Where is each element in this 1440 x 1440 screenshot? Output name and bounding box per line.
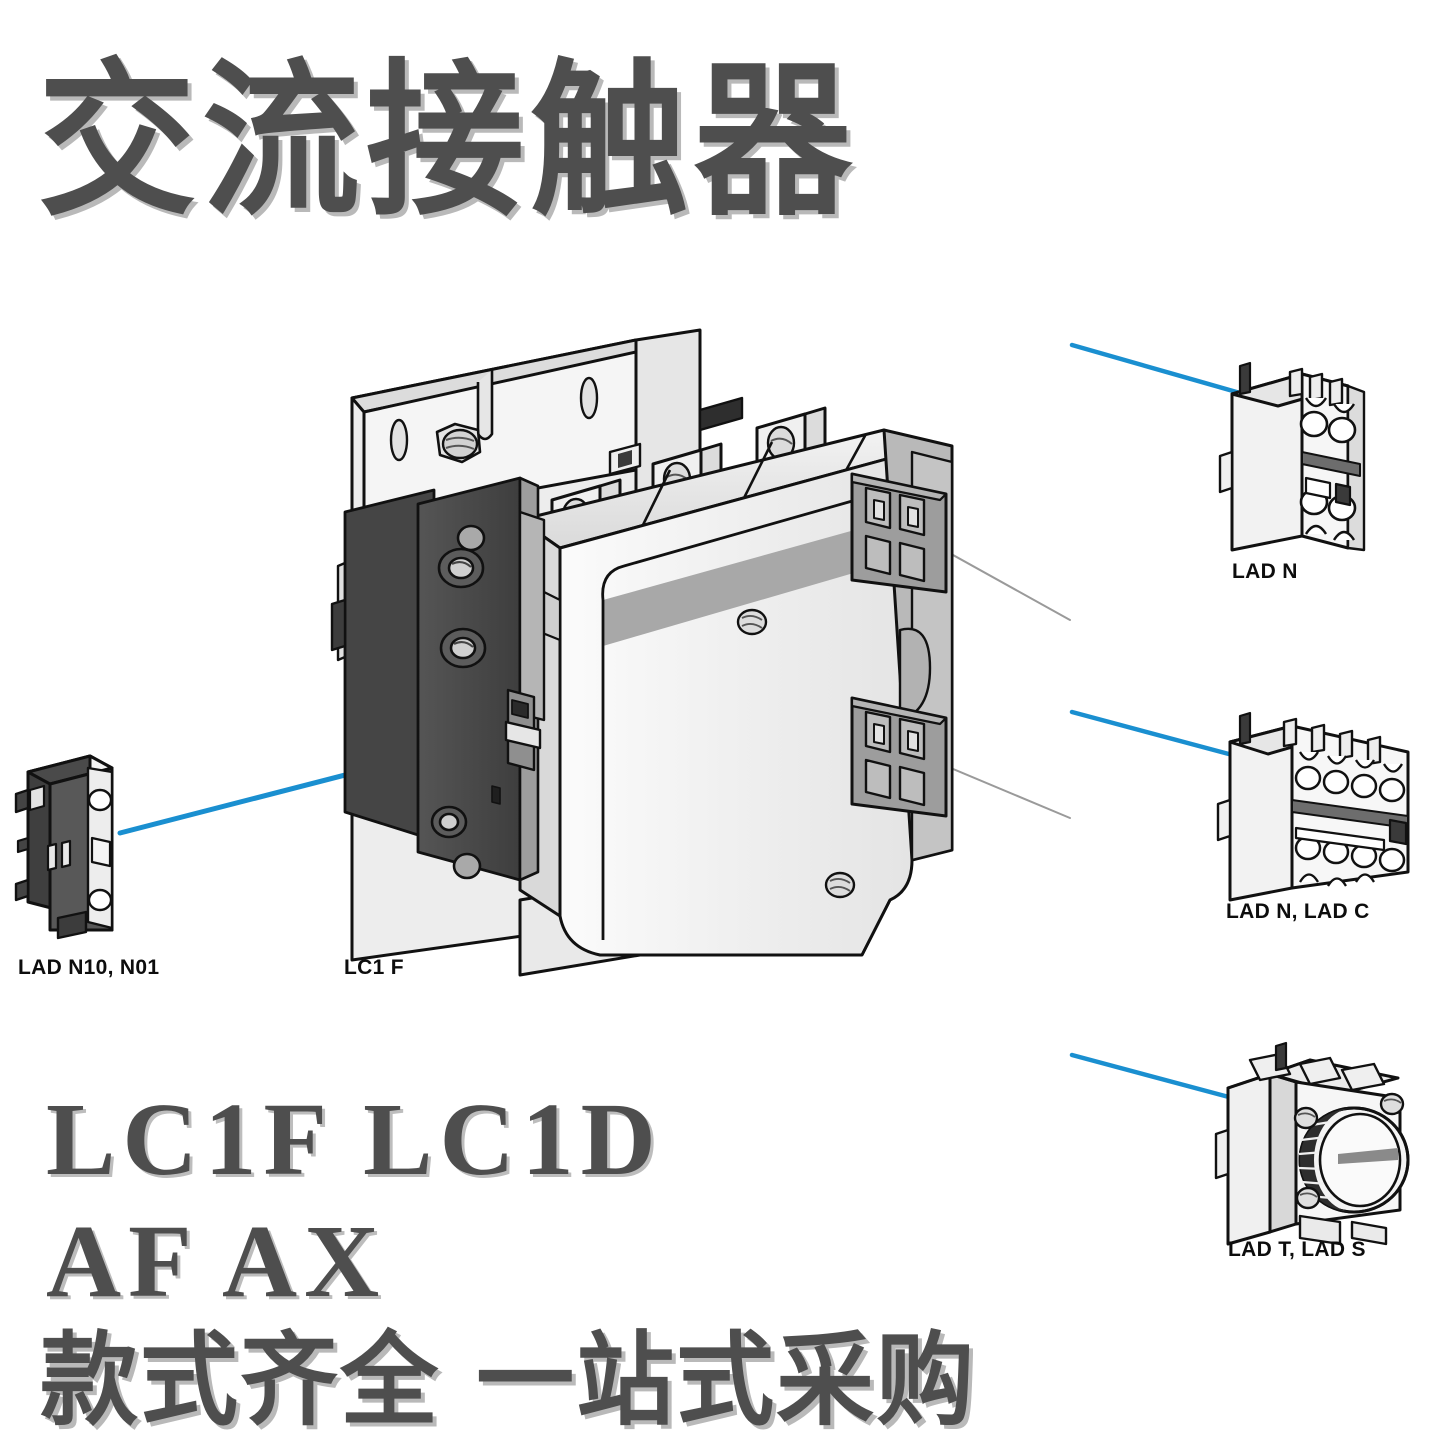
right-terminal-blocks — [850, 472, 948, 818]
label-lad-t-lad-s: LAD T, LAD S — [1228, 1238, 1366, 1261]
cover-screws — [736, 608, 856, 899]
label-lc1-f: LC1 F — [344, 956, 404, 979]
model-line-primary: LC1F LC1D — [46, 1082, 663, 1197]
module-lad-t-lad-s — [1214, 1041, 1410, 1246]
connector-branch-lad-ts — [1069, 1052, 1243, 1103]
page-title: 交流接触器 — [38, 44, 858, 240]
hex-nut — [435, 422, 482, 464]
terminal-block-upper — [850, 472, 948, 594]
slogan-text: 款式齐全 一站式采购 — [40, 1321, 977, 1440]
label-lad-n10-n01: LAD N10, N01 — [18, 956, 160, 979]
module-lad-n10-n01 — [14, 754, 114, 940]
terminal-block-lower — [850, 696, 948, 818]
timer-dial[interactable] — [1298, 1106, 1410, 1214]
module-latch — [504, 688, 542, 772]
connector-branch-lad-nc — [1069, 709, 1243, 760]
label-lad-n-lad-c: LAD N, LAD C — [1226, 900, 1370, 923]
connector-branch-lad-n — [1069, 342, 1243, 396]
coil-module-dark — [330, 476, 546, 882]
module-lad-n — [1218, 361, 1366, 552]
module-lad-n-lad-c — [1216, 711, 1410, 902]
label-lad-n: LAD N — [1232, 560, 1298, 583]
model-line-secondary: AF AX — [46, 1204, 387, 1319]
main-contactor-lc1f — [330, 328, 954, 977]
